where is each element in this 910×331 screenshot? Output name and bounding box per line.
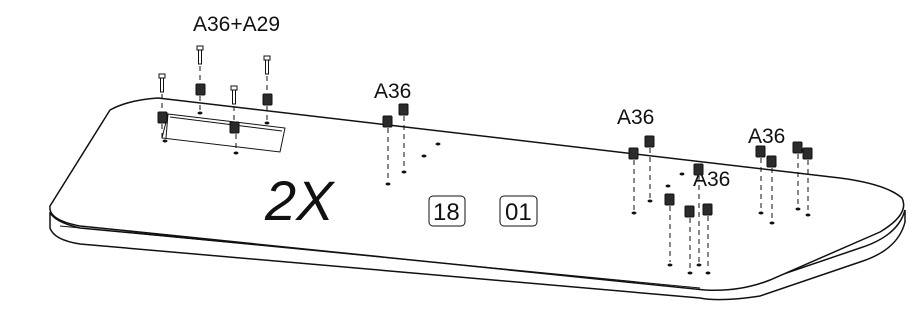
screw-a29 [230, 85, 238, 105]
nut-a36 [157, 111, 168, 124]
nut-a36 [693, 163, 704, 176]
nut-a36 [802, 147, 813, 160]
nut-a36 [262, 93, 273, 106]
nut-a36 [644, 135, 655, 148]
code-box-right-text: 01 [505, 199, 532, 226]
fastener-group-a36-far-right: A36 [748, 125, 813, 225]
quantity-label: 2X [264, 169, 336, 232]
nut-a36 [382, 115, 393, 128]
nut-a36 [664, 193, 675, 206]
fastener-group-a36-a29: A36+A29 [157, 13, 280, 155]
nut-a36 [702, 203, 713, 216]
fastener-group-a36-lower: A36 [664, 163, 730, 275]
code-box-right [499, 195, 538, 227]
nut-a36 [755, 145, 766, 158]
nut-a36 [792, 141, 803, 154]
code-box-left-text: 18 [433, 199, 460, 226]
nut-a36 [195, 83, 206, 96]
screw-a29 [196, 45, 204, 65]
tabletop-panel [49, 97, 906, 301]
part-label-a36: A36 [748, 125, 785, 148]
screw-a29 [263, 55, 271, 75]
part-label-a36: A36 [374, 80, 411, 103]
fastener-group-a36-middle: A36 [374, 80, 441, 186]
nut-a36 [684, 205, 695, 218]
part-label-a36-a29: A36+A29 [193, 13, 280, 36]
nut-a36 [398, 103, 409, 116]
screw-a29 [158, 73, 166, 93]
fastener-group-a36-right-center: A36 [617, 106, 685, 215]
part-label-a36: A36 [617, 106, 654, 129]
nut-a36 [628, 147, 639, 160]
code-box-left [428, 195, 466, 227]
nut-a36 [766, 155, 777, 168]
nut-a36 [229, 121, 240, 134]
